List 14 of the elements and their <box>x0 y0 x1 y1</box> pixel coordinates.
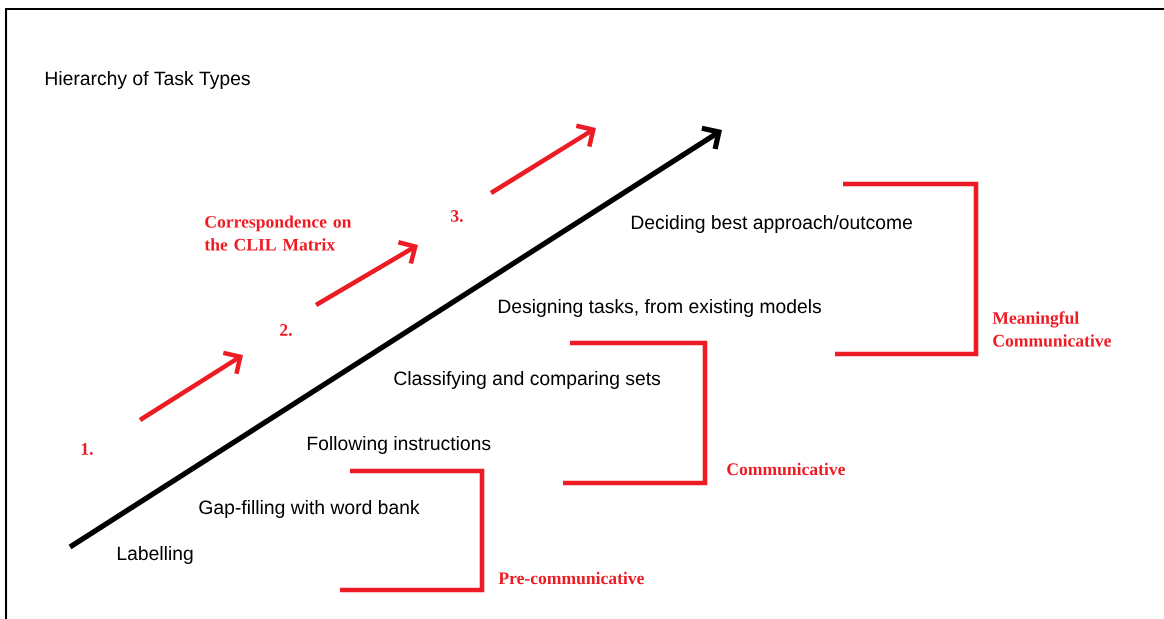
category-label: Communicative <box>727 462 845 476</box>
task-label: Gap-filling with word bank <box>199 500 420 518</box>
step-number: 1. <box>81 443 93 455</box>
category-label: Pre-communicative <box>498 571 644 585</box>
task-label: Labelling <box>117 546 193 564</box>
task-label: Deciding best approach/outcome <box>631 215 912 233</box>
task-label: Classifying and comparing sets <box>394 371 661 389</box>
category-label: Meaningful Communicative <box>992 311 1111 347</box>
step-number: 2. <box>280 324 292 336</box>
step-number: 3. <box>451 210 463 222</box>
task-label: Designing tasks, from existing models <box>498 299 821 317</box>
diagram-title: Hierarchy of Task Types <box>45 71 250 89</box>
matrix-note: Correspondence on the CLIL Matrix <box>204 215 352 251</box>
task-label: Following instructions <box>307 436 491 454</box>
